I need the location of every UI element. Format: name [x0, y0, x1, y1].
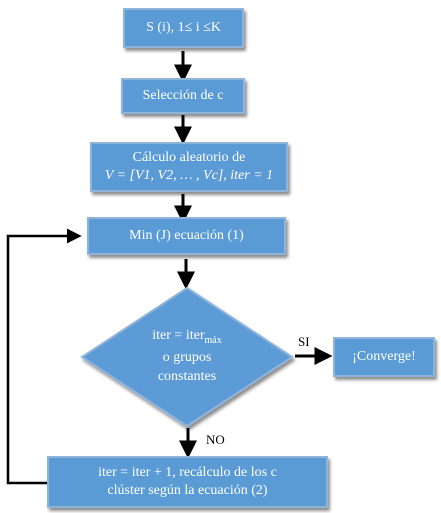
- decision-max-subscript: máx: [204, 334, 222, 346]
- decision-diamond: [80, 286, 294, 428]
- update-line2: clúster según la ecuación (2): [107, 483, 268, 498]
- random-calc-line2: V = [V1, V2, … , Vc], iter = 1: [104, 168, 274, 183]
- yes-label: SI: [298, 334, 310, 349]
- update-line1: iter = iter + 1, recálculo de los c: [98, 464, 277, 480]
- select-c-node: Selección de c: [121, 78, 245, 114]
- decision-line2: o grupos: [162, 349, 212, 365]
- decision-iter-text: iter = iter: [152, 328, 205, 343]
- start-node-text: S (i), 1≤ i ≤K: [146, 19, 221, 35]
- converge-node: ¡Converge!: [333, 337, 435, 377]
- min-j-text: Min (J) ecuación (1): [129, 227, 244, 243]
- random-calc-node: Cálculo aleatorio de V = [V1, V2, … , Vc…: [90, 142, 288, 192]
- no-label: NO: [206, 432, 225, 447]
- start-node: S (i), 1≤ i ≤K: [123, 8, 244, 48]
- loop-back-line: [6, 228, 82, 485]
- decision-line3: constantes: [157, 369, 217, 385]
- converge-text: ¡Converge!: [352, 348, 416, 364]
- random-calc-line1: Cálculo aleatorio de: [132, 149, 246, 165]
- min-j-node: Min (J) ecuación (1): [87, 217, 286, 255]
- decision-line1: iter = itermáx: [110, 326, 264, 348]
- select-c-text: Selección de c: [142, 87, 224, 103]
- update-node: iter = iter + 1, recálculo de los c clús…: [47, 456, 328, 508]
- decision-text: iter = itermáx o grupos constantes: [110, 326, 264, 387]
